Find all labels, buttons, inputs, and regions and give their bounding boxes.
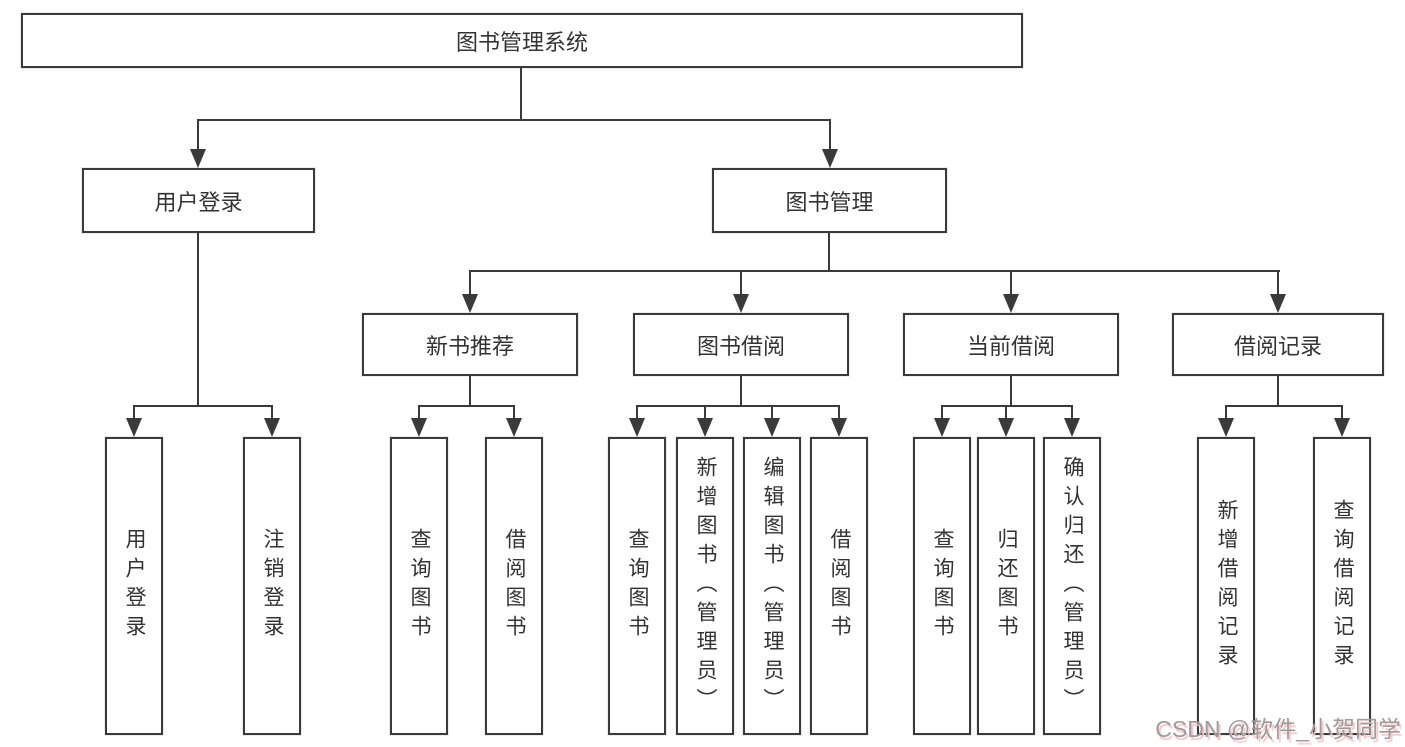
arrow-down-leaf-logout — [264, 406, 280, 437]
node-borrow-records: 借阅记录 — [1172, 313, 1384, 376]
leaf-borrow-borrow-books: 借阅图书 — [810, 437, 868, 735]
connector-vline-user-login — [197, 232, 199, 407]
connector-vline-book-mgmt — [828, 233, 830, 272]
arrow-down-leaf-br-query — [1334, 406, 1350, 437]
node-new-book-recommend: 新书推荐 — [362, 313, 578, 376]
arrow-down-to-book-mgmt — [822, 120, 838, 168]
arrow-down-leaf-user-login — [126, 406, 142, 437]
arrow-down-to-borrow-records — [1270, 271, 1286, 313]
leaf-borrow-add-books-admin: 新增图书（管理员） — [676, 437, 734, 735]
connector-hline-user-login-leaves — [133, 405, 273, 407]
leaf-borrow-edit-books-admin: 编辑图书（管理员） — [743, 437, 801, 735]
leaf-current-return-books: 归还图书 — [977, 437, 1035, 735]
connector-vline-borrow-records — [1277, 376, 1279, 407]
arrow-down-to-current-borrow — [1003, 271, 1019, 313]
leaf-current-query-books: 查询图书 — [913, 437, 971, 735]
connector-vline-new-book — [469, 376, 471, 407]
node-current-borrow: 当前借阅 — [903, 313, 1119, 376]
arrow-down-leaf-bb-add — [697, 406, 713, 437]
connector-hline-new-book-leaves — [418, 405, 515, 407]
node-root-library-system: 图书管理系统 — [21, 13, 1023, 68]
arrow-down-leaf-cb-confirm — [1064, 406, 1080, 437]
leaf-records-add-record: 新增借阅记录 — [1197, 437, 1255, 735]
leaf-records-query-record: 查询借阅记录 — [1313, 437, 1371, 735]
arrow-down-leaf-bb-query — [629, 406, 645, 437]
arrow-down-leaf-cb-return — [998, 406, 1014, 437]
leaf-newbook-query-books: 查询图书 — [390, 437, 448, 735]
arrow-down-leaf-nb-query — [411, 406, 427, 437]
arrow-down-leaf-bb-edit — [764, 406, 780, 437]
leaf-logout: 注销登录 — [243, 437, 301, 735]
arrow-down-leaf-nb-borrow — [506, 406, 522, 437]
leaf-borrow-query-books: 查询图书 — [608, 437, 666, 735]
csdn-watermark: CSDN @软件_小贺同学 — [1155, 716, 1401, 742]
connector-vline-current-borrow — [1010, 376, 1012, 407]
connector-vline-root — [520, 68, 522, 121]
arrow-down-leaf-cb-query — [934, 406, 950, 437]
arrow-down-to-user-login — [190, 120, 206, 168]
arrow-down-to-book-borrow — [733, 271, 749, 313]
connector-hline-borrow-records-leaves — [1225, 405, 1343, 407]
connector-vline-book-borrow — [740, 376, 742, 407]
leaf-current-confirm-return-admin: 确认归还（管理员） — [1043, 437, 1101, 735]
connector-hline-level2 — [197, 119, 831, 121]
node-book-borrow: 图书借阅 — [633, 313, 849, 376]
connector-hline-level3 — [469, 270, 1280, 272]
leaf-newbook-borrow-books: 借阅图书 — [485, 437, 543, 735]
arrow-down-leaf-br-add — [1218, 406, 1234, 437]
node-user-login: 用户登录 — [82, 168, 315, 233]
arrow-down-leaf-bb-borrow — [831, 406, 847, 437]
connector-hline-book-borrow-leaves — [636, 405, 840, 407]
leaf-user-login: 用户登录 — [105, 437, 163, 735]
node-book-management: 图书管理 — [712, 168, 947, 233]
connector-hline-current-borrow-leaves — [941, 405, 1073, 407]
arrow-down-to-new-book — [462, 271, 478, 313]
